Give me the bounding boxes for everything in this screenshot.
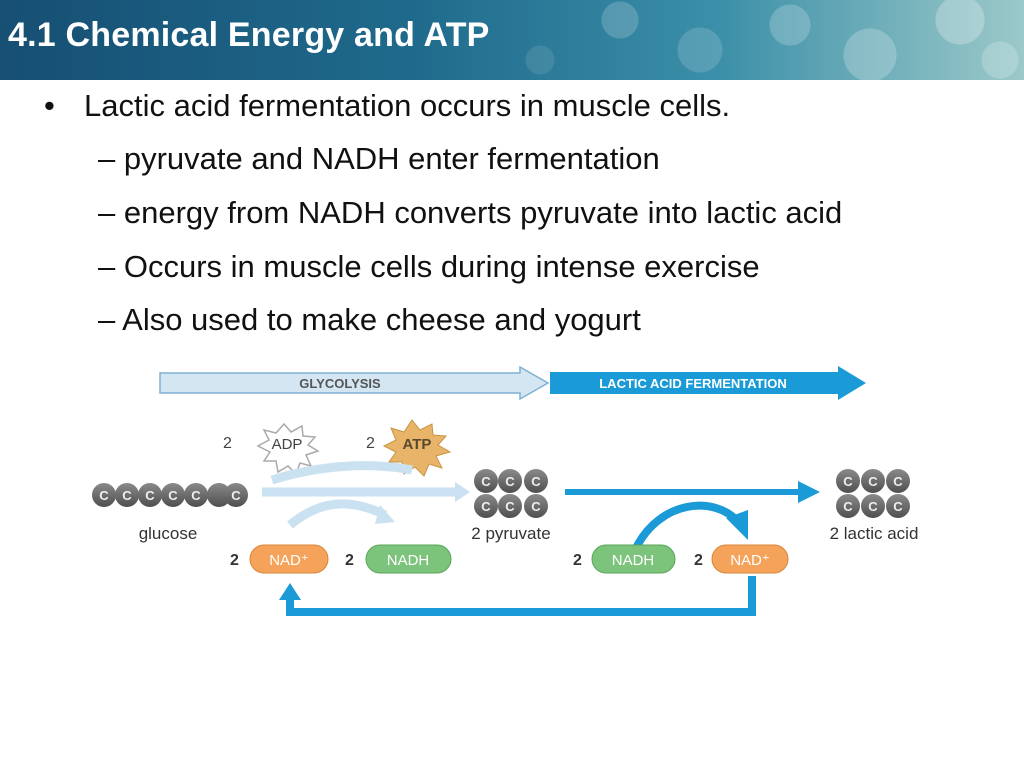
title-banner: 4.1 Chemical Energy and ATP	[0, 0, 1024, 80]
pyruvate-molecules: C C C C C C	[474, 469, 548, 518]
glycolysis-stage-arrow: GLYCOLYSIS	[159, 365, 550, 401]
adp-starburst: 2 ADP	[223, 422, 320, 476]
svg-text:C: C	[481, 499, 491, 514]
bullet-sub-4: – Also used to make cheese and yogurt	[98, 302, 641, 337]
svg-text:C: C	[505, 474, 515, 489]
fermentation-stage-arrow: LACTIC ACID FERMENTATION	[550, 366, 866, 400]
lactic-acid-molecules: C C C C C C	[836, 469, 910, 518]
svg-text:C: C	[122, 488, 132, 503]
nad-pill-1: 2 NAD⁺	[230, 544, 329, 574]
svg-text:2: 2	[230, 552, 239, 569]
banner-texture	[0, 0, 1024, 80]
svg-text:C: C	[531, 474, 541, 489]
glycolysis-label: GLYCOLYSIS	[299, 376, 381, 391]
svg-text:C: C	[191, 488, 201, 503]
nadh-pill-2: 2 NADH	[573, 544, 676, 574]
svg-text:2: 2	[366, 435, 375, 452]
svg-text:2: 2	[694, 552, 703, 569]
svg-text:C: C	[99, 488, 109, 503]
svg-text:C: C	[145, 488, 155, 503]
pyruvate-label: 2 pyruvate	[471, 524, 550, 543]
bullet-dot: •	[44, 88, 55, 123]
slide-title: 4.1 Chemical Energy and ATP	[8, 16, 490, 54]
svg-text:C: C	[231, 488, 241, 503]
svg-text:C: C	[843, 474, 853, 489]
nadh-to-nad-curve	[632, 501, 742, 550]
fermentation-label: LACTIC ACID FERMENTATION	[599, 376, 787, 391]
svg-text:NAD⁺: NAD⁺	[730, 552, 770, 569]
glucose-molecule: C C C C C C	[92, 483, 248, 507]
nad-pill-2: 2 NAD⁺	[694, 544, 789, 574]
atp-label: ATP	[403, 436, 432, 453]
atp-starburst: 2 ATP	[366, 419, 452, 477]
adp-label: ADP	[272, 436, 303, 453]
svg-text:2: 2	[345, 552, 354, 569]
svg-text:C: C	[843, 499, 853, 514]
nad-recycle-loop	[286, 576, 756, 616]
svg-text:2: 2	[573, 552, 582, 569]
svg-text:NADH: NADH	[387, 552, 430, 569]
svg-text:C: C	[168, 488, 178, 503]
svg-text:C: C	[893, 474, 903, 489]
bullet-sub-3: – Occurs in muscle cells during intense …	[98, 249, 760, 284]
svg-text:NAD⁺: NAD⁺	[269, 552, 309, 569]
glucose-label: glucose	[139, 524, 198, 543]
bullet-main: Lactic acid fermentation occurs in muscl…	[84, 88, 731, 123]
bullet-sub-1: – pyruvate and NADH enter fermentation	[98, 141, 660, 176]
svg-text:C: C	[868, 474, 878, 489]
nadh-pill-1: 2 NADH	[345, 544, 452, 574]
svg-text:C: C	[531, 499, 541, 514]
svg-text:C: C	[893, 499, 903, 514]
svg-text:C: C	[868, 499, 878, 514]
svg-text:C: C	[505, 499, 515, 514]
svg-text:C: C	[481, 474, 491, 489]
svg-text:2: 2	[223, 435, 232, 452]
lactic-acid-label: 2 lactic acid	[830, 524, 919, 543]
bullet-sub-2: – energy from NADH converts pyruvate int…	[98, 195, 843, 230]
svg-text:NADH: NADH	[612, 552, 655, 569]
